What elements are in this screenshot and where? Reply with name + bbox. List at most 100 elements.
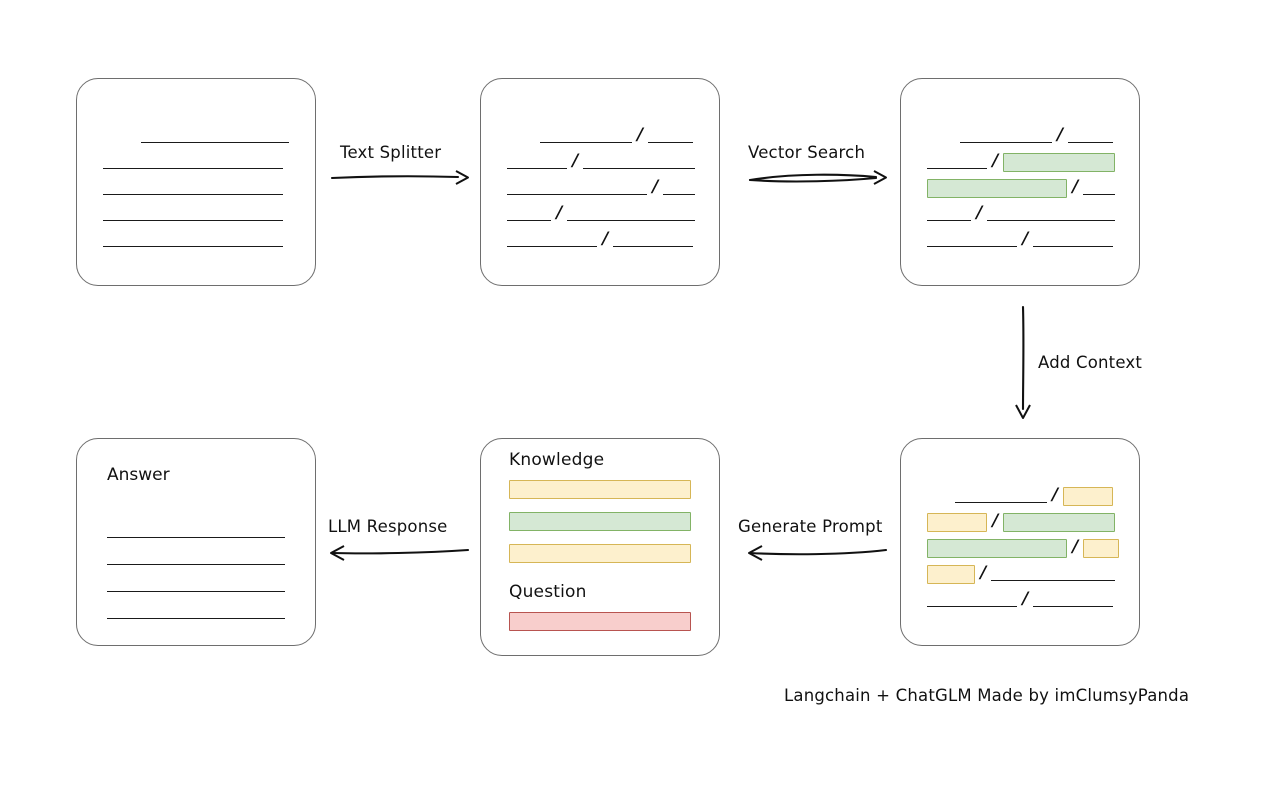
matched-chunks-body: / / / / / [901, 79, 1139, 285]
slash-separator: / [1072, 177, 1079, 197]
text-row: / [927, 117, 1113, 145]
slash-separator: / [556, 203, 563, 223]
edge-generate-prompt-label: Generate Prompt [738, 517, 883, 536]
answer-body: Answer [77, 439, 315, 645]
text-row: / [507, 195, 696, 223]
arrow-right-icon [330, 170, 469, 185]
edge-vector-search-label: Vector Search [748, 143, 866, 162]
text-line-segment [1033, 593, 1114, 607]
source-document-rows [103, 117, 289, 247]
text-line-segment [927, 593, 1017, 607]
text-line-segment [141, 129, 289, 143]
slash-separator: / [652, 177, 659, 197]
text-row: / [927, 169, 1116, 198]
text-line-segment [613, 233, 694, 247]
node-prompt[interactable]: Knowledge Question [480, 438, 720, 656]
prompt-bar-red [509, 612, 691, 631]
prompt-knowledge-label: Knowledge [509, 450, 605, 470]
slash-separator: / [1051, 485, 1058, 505]
edge-llm-response-label: LLM Response [328, 517, 448, 536]
arrow-left-icon [330, 545, 470, 561]
slash-separator: / [602, 229, 609, 249]
slash-separator: / [1022, 229, 1029, 249]
arrow-down-icon [1015, 305, 1031, 419]
answer-line [107, 511, 285, 538]
answer-lines [107, 511, 285, 619]
highlight-chip-yellow [927, 565, 975, 584]
text-row: / [927, 143, 1116, 172]
text-line-segment [103, 155, 283, 169]
prompt-bar-green [509, 512, 691, 531]
text-line-segment [1033, 233, 1114, 247]
text-line-segment [927, 233, 1017, 247]
answer-line [107, 538, 285, 565]
context-chunks-rows: / / / / / [927, 477, 1120, 609]
text-line-segment [987, 207, 1116, 221]
text-line-segment [954, 489, 1047, 503]
slash-separator: / [1072, 537, 1079, 557]
context-chunks-body: / / / / / [901, 439, 1139, 645]
answer-line [107, 565, 285, 592]
prompt-bar-yellow [509, 480, 691, 499]
text-line-segment [103, 233, 283, 247]
text-line-segment [539, 129, 632, 143]
text-row: / [507, 221, 694, 249]
text-line-segment [103, 207, 283, 221]
text-line-segment [507, 207, 551, 221]
text-row: / [927, 221, 1114, 249]
node-vector-matched-chunks[interactable]: / / / / / [900, 78, 1140, 286]
highlight-chip-green [1003, 153, 1116, 172]
text-line-segment [507, 233, 597, 247]
prompt-question-bars [509, 612, 691, 644]
text-row: / [507, 143, 696, 171]
split-chunks-rows: / / / / / [507, 117, 696, 249]
text-line-segment [507, 181, 647, 195]
highlight-chip-yellow [1083, 539, 1120, 558]
edge-llm-response: LLM Response [320, 517, 470, 568]
answer-title: Answer [107, 465, 170, 485]
text-row: / [927, 477, 1113, 506]
slash-separator: / [1056, 125, 1063, 145]
matched-chunks-rows: / / / / / [927, 117, 1116, 249]
node-split-chunks[interactable]: / / / / / [480, 78, 720, 286]
answer-line [107, 592, 285, 619]
text-line-segment [103, 181, 283, 195]
node-answer[interactable]: Answer [76, 438, 316, 646]
arrow-right-icon [748, 170, 887, 185]
slash-separator: / [980, 563, 987, 583]
text-row: / [927, 555, 1116, 584]
arrow-left-icon [748, 545, 888, 561]
prompt-bar-yellow [509, 544, 691, 563]
edge-generate-prompt: Generate Prompt [738, 517, 888, 568]
text-line-segment [1068, 129, 1113, 143]
slash-separator: / [992, 511, 999, 531]
slash-separator: / [572, 151, 579, 171]
text-row: / [507, 117, 693, 144]
highlight-chip-green [927, 179, 1067, 198]
edge-text-splitter-label: Text Splitter [340, 143, 442, 162]
slash-separator: / [976, 203, 983, 223]
slash-separator: / [992, 151, 999, 171]
text-line-segment [1083, 181, 1116, 195]
prompt-body: Knowledge Question [481, 439, 719, 655]
slash-separator: / [1022, 589, 1029, 609]
node-source-document[interactable] [76, 78, 316, 286]
text-row [103, 143, 289, 169]
text-row [103, 169, 289, 195]
text-line-segment [991, 567, 1116, 581]
text-row: / [927, 195, 1116, 223]
edge-vector-search: Vector Search [748, 143, 888, 193]
text-row: / [927, 503, 1116, 532]
prompt-question-label: Question [509, 582, 587, 602]
node-context-added-chunks[interactable]: / / / / / [900, 438, 1140, 646]
prompt-knowledge-bars [509, 480, 691, 576]
text-line-segment [663, 181, 696, 195]
text-line-segment [927, 207, 971, 221]
footer-credit: Langchain + ChatGLM Made by imClumsyPand… [784, 686, 1190, 705]
edge-text-splitter: Text Splitter [330, 143, 470, 193]
highlight-chip-yellow [1063, 487, 1113, 506]
text-line-segment [959, 129, 1052, 143]
highlight-chip-green [927, 539, 1067, 558]
text-line-segment [507, 155, 567, 169]
source-document-body [77, 79, 315, 285]
